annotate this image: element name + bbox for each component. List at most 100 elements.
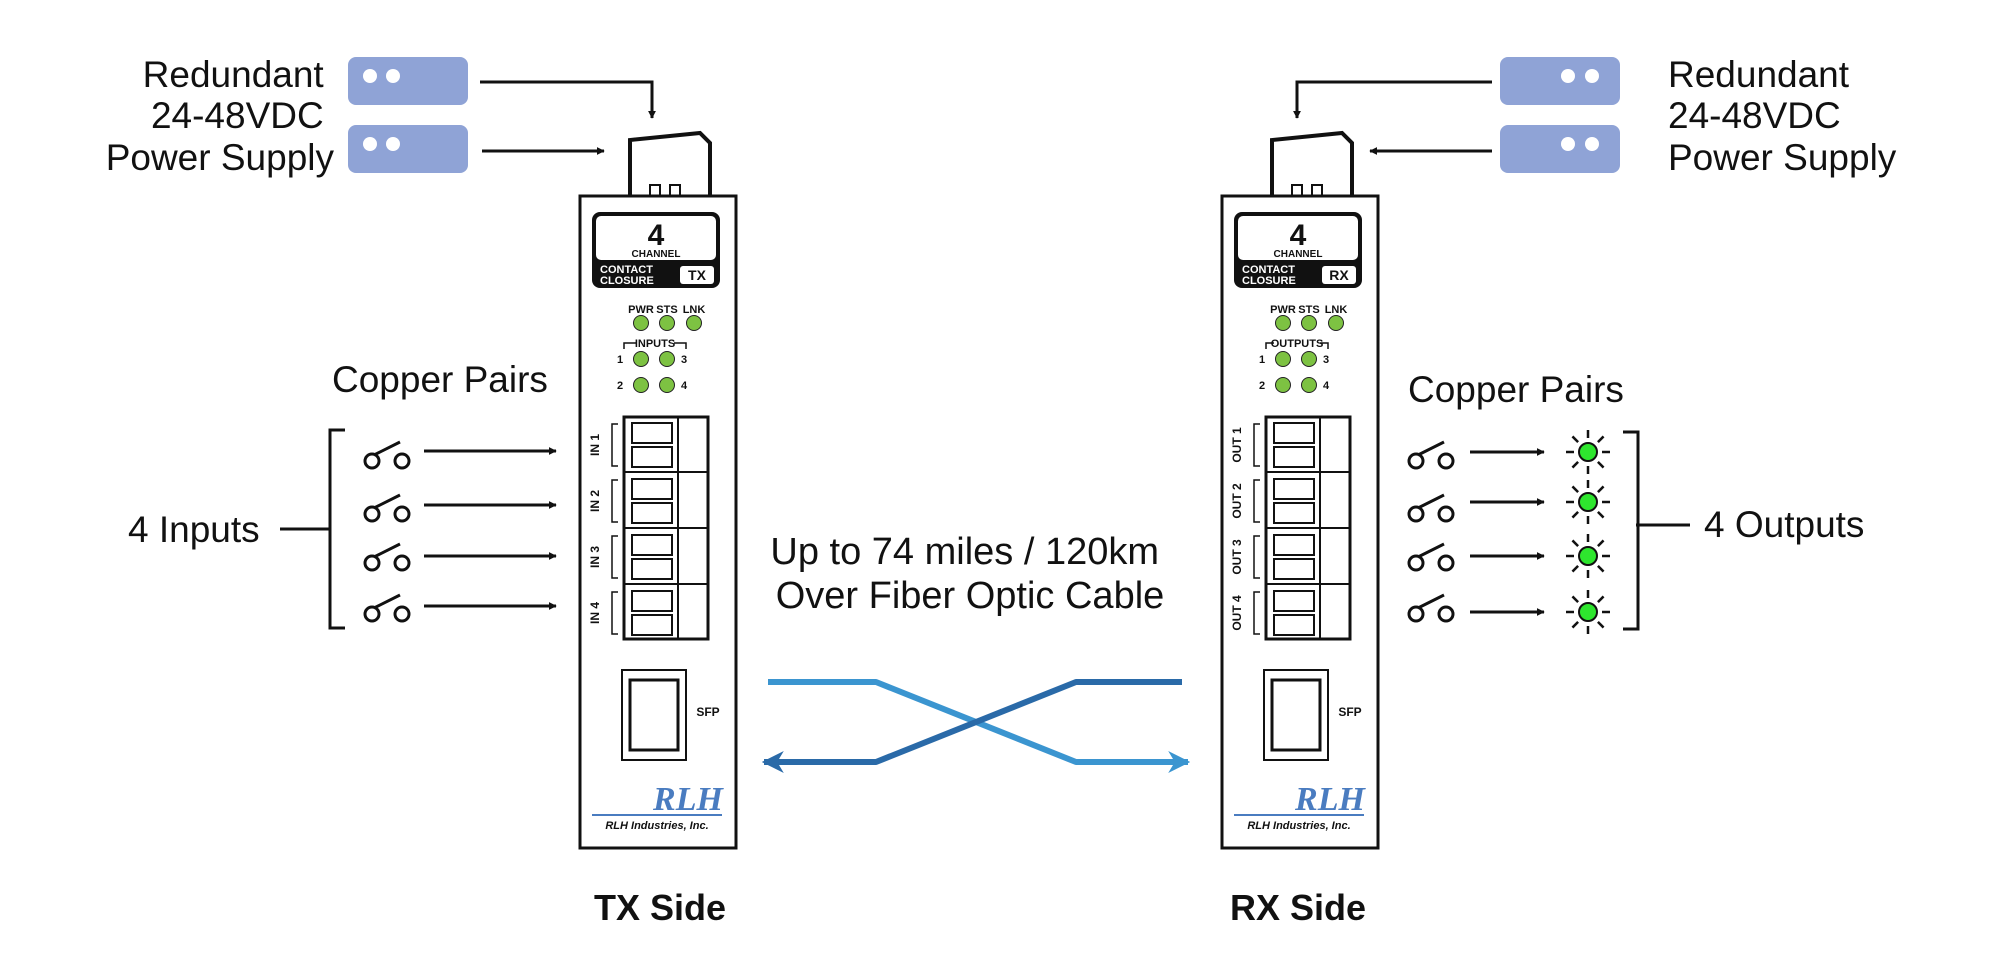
terminal-label: OUT 3	[1230, 539, 1244, 575]
rx-side-label: RX Side	[1230, 887, 1366, 928]
power-connector	[628, 130, 712, 198]
switch-icon	[363, 440, 411, 470]
output-lamp-icon	[1566, 534, 1610, 578]
brand-logo: RLH RLH Industries, Inc.	[592, 781, 724, 832]
power-label-line: 24-48VDC	[151, 95, 324, 136]
brand-name: RLH Industries, Inc.	[1247, 820, 1350, 832]
io-led	[659, 351, 675, 367]
power-supply-icon	[1500, 125, 1620, 173]
power-supply-icon	[1500, 57, 1620, 105]
tx-inputs: Copper Pairs 4 Inputs	[128, 359, 557, 630]
sfp-label: SFP	[696, 705, 719, 719]
tx-side-label: TX Side	[594, 887, 726, 928]
power-connector	[1270, 130, 1354, 198]
io-led	[1301, 377, 1317, 393]
badge-line1: CONTACT	[600, 264, 653, 276]
badge-line2: CLOSURE	[600, 275, 654, 287]
power-label-line: Redundant	[1668, 54, 1850, 95]
pwr-led	[1275, 315, 1291, 331]
fiber-arrow-left	[761, 679, 1182, 773]
output-lamp-icon	[1566, 430, 1610, 474]
io-number: 4	[681, 380, 688, 392]
tx-device: 4 CHANNEL CONTACT CLOSURE TX PWR STS LNK…	[578, 130, 738, 850]
status-led-group: PWR STS LNK	[1270, 304, 1347, 331]
rx-outputs: Copper Pairs 4 Outputs	[1407, 369, 1864, 634]
copper-pairs-label: Copper Pairs	[1408, 369, 1624, 410]
fiber-caption: Up to 74 miles / 120km Over Fiber Optic …	[770, 531, 1169, 617]
brand-name: RLH Industries, Inc.	[605, 820, 708, 832]
terminal-label: OUT 2	[1230, 483, 1244, 519]
io-led	[1275, 377, 1291, 393]
sts-led	[1301, 315, 1317, 331]
switch-icon	[1407, 493, 1455, 523]
sfp-port: SFP	[621, 669, 720, 761]
led-label: LNK	[683, 304, 706, 316]
io-led	[659, 377, 675, 393]
led-label: STS	[656, 304, 677, 316]
badge-mode: TX	[688, 267, 707, 283]
brand-logo: RLH RLH Industries, Inc.	[1234, 781, 1366, 832]
logo-mark: RLH	[652, 781, 724, 818]
power-supply-label: Redundant 24-48VDC Power Supply	[106, 54, 335, 178]
switch-icon	[363, 493, 411, 523]
switch-icon	[1407, 542, 1455, 572]
rx-power-supply-group: Redundant 24-48VDC Power Supply	[1293, 54, 1897, 178]
sfp-label: SFP	[1338, 705, 1361, 719]
output-lamp-icon	[1566, 480, 1610, 524]
status-led-group: PWR STS LNK	[628, 304, 705, 331]
io-header: OUTPUTS	[1271, 338, 1324, 350]
output-lamp-icon	[1566, 590, 1610, 634]
io-led	[1301, 351, 1317, 367]
power-label-line: Redundant	[143, 54, 325, 95]
io-number: 2	[617, 380, 623, 392]
badge-channel: CHANNEL	[1274, 249, 1323, 260]
inputs-group-label: 4 Inputs	[128, 509, 260, 550]
fiber-caption-line: Up to 74 miles / 120km	[770, 531, 1159, 573]
pwr-led	[633, 315, 649, 331]
power-label-line: Power Supply	[1668, 137, 1897, 178]
led-label: PWR	[1270, 304, 1296, 316]
rx-device: 4 CHANNEL CONTACT CLOSURE RX PWR STS LNK…	[1220, 130, 1380, 850]
tx-power-supply-group: Redundant 24-48VDC Power Supply	[106, 54, 656, 178]
io-header: INPUTS	[635, 338, 675, 350]
switch-icon	[363, 542, 411, 572]
io-number: 1	[617, 354, 623, 366]
power-arrow	[480, 80, 656, 119]
badge-mode: RX	[1329, 267, 1349, 283]
io-led	[633, 351, 649, 367]
fiber-caption-line: Over Fiber Optic Cable	[776, 575, 1165, 617]
io-led	[1275, 351, 1291, 367]
power-arrow	[1293, 80, 1492, 119]
led-label: LNK	[1325, 304, 1348, 316]
sts-led	[659, 315, 675, 331]
copper-pairs-label: Copper Pairs	[332, 359, 548, 400]
power-label-line: 24-48VDC	[1668, 95, 1841, 136]
lnk-led	[686, 315, 702, 331]
led-label: PWR	[628, 304, 654, 316]
terminal-block: OUT 1 OUT 2 OUT 3 OUT 4	[1230, 415, 1352, 641]
power-supply-icon	[348, 125, 468, 173]
inputs-bracket	[328, 428, 345, 630]
model-badge: 4 CHANNEL CONTACT CLOSURE TX	[592, 212, 720, 288]
badge-line1: CONTACT	[1242, 264, 1295, 276]
terminal-label: OUT 1	[1230, 427, 1244, 463]
model-badge: 4 CHANNEL CONTACT CLOSURE RX	[1234, 212, 1362, 288]
switch-icon	[1407, 593, 1455, 623]
badge-number: 4	[1290, 219, 1307, 252]
io-led	[633, 377, 649, 393]
badge-line2: CLOSURE	[1242, 275, 1296, 287]
switch-icon	[363, 593, 411, 623]
io-led-group: OUTPUTS 1 3 2 4	[1259, 336, 1330, 393]
badge-number: 4	[648, 219, 665, 252]
terminal-label: OUT 4	[1230, 595, 1244, 631]
lnk-led	[1328, 315, 1344, 331]
fiber-link: Up to 74 miles / 120km Over Fiber Optic …	[761, 531, 1191, 773]
io-number: 4	[1323, 380, 1330, 392]
led-label: STS	[1298, 304, 1319, 316]
sfp-port: SFP	[1263, 669, 1362, 761]
power-label-line: Power Supply	[106, 137, 335, 178]
terminal-label: IN 4	[588, 602, 602, 624]
terminal-block: IN 1 IN 2 IN 3 IN 4	[588, 415, 710, 641]
io-number: 2	[1259, 380, 1265, 392]
